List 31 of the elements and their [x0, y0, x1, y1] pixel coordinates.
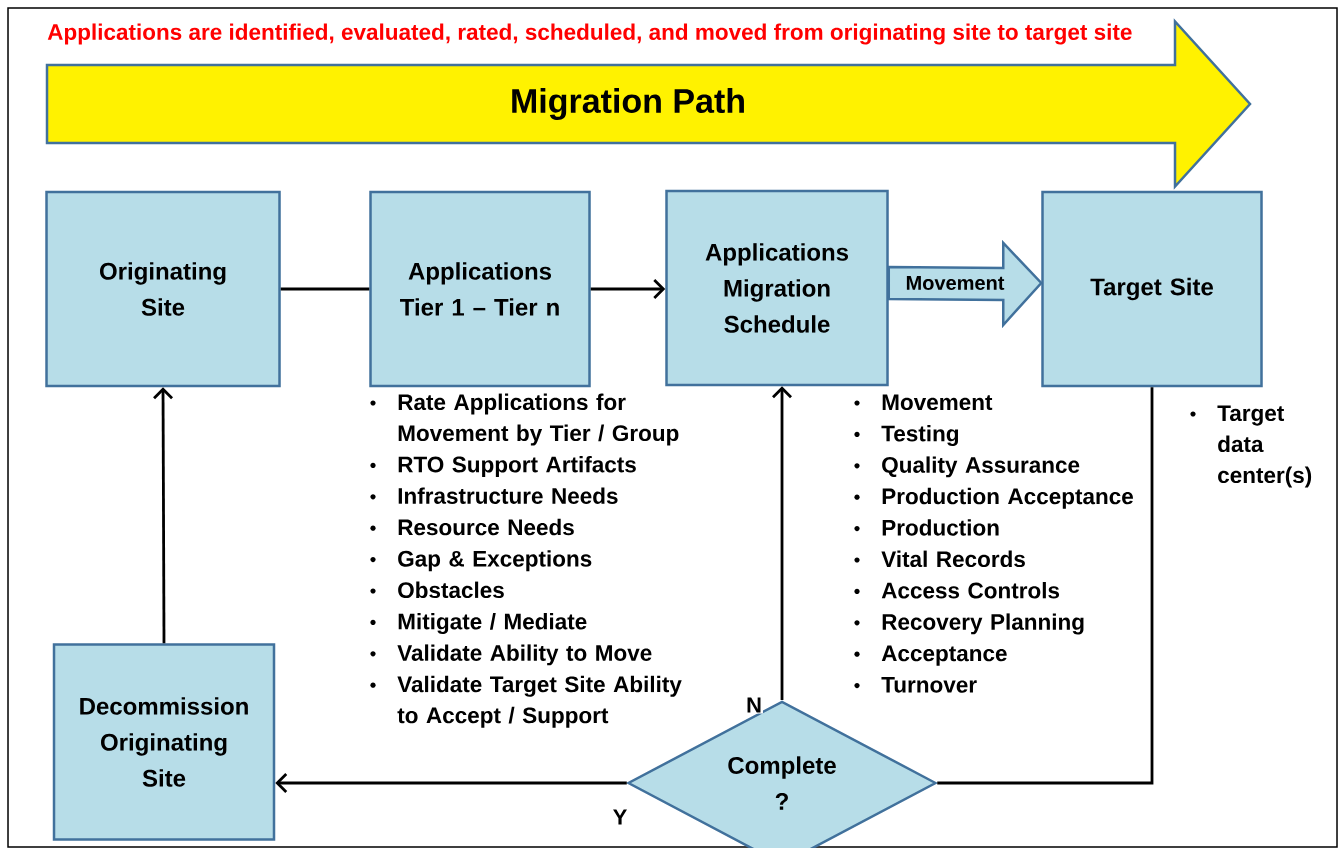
bullet-item: Movement: [854, 394, 993, 411]
bullet-item: Mitigate / Mediate: [370, 613, 587, 635]
edge-label: Movement: [904, 275, 1006, 291]
bullet-item: Turnover: [854, 677, 977, 693]
process-box: Applications Migration Schedule: [665, 189, 889, 387]
heading: Applications are identified, evaluated, rated, scheduled, and moved from originating site to target site: [47, 23, 1132, 45]
bullet-item: Testing: [854, 425, 959, 447]
arrow: [153, 387, 174, 644]
bullet-item: Gap & Exceptions: [370, 550, 592, 572]
bullet-item: Acceptance: [854, 645, 1007, 666]
arrow: [275, 773, 627, 793]
process-box: Target Site: [1041, 190, 1263, 388]
bullet-item: Obstacles: [370, 581, 504, 599]
bullet-item: Quality Assurance: [854, 456, 1080, 478]
arrow: [772, 386, 792, 701]
bullet-item: Rate Applications for Movement by Tier / Group: [370, 393, 679, 446]
bullet-item: Access Controls: [854, 582, 1060, 599]
process-box: Decommission Originating Site: [52, 643, 276, 841]
bullet-item: Resource Needs: [370, 518, 574, 536]
bullet-item: Target data center(s): [1190, 405, 1312, 488]
process-box: Originating Site: [45, 190, 281, 388]
arrow: [590, 279, 666, 299]
bullet-item: Infrastructure Needs: [370, 487, 618, 504]
bullet-item: Vital Records: [854, 550, 1025, 568]
bullet-item: Production Acceptance: [854, 487, 1133, 509]
process-box: Applications Tier 1 – Tier n: [369, 190, 591, 388]
bullet-item: Validate Ability to Move: [370, 644, 652, 666]
edge-label: N: [745, 696, 763, 714]
bullet-item: RTO Support Artifacts: [370, 456, 636, 477]
bullet-item: Production: [854, 519, 999, 536]
bullet-item: Recovery Planning: [854, 613, 1084, 635]
